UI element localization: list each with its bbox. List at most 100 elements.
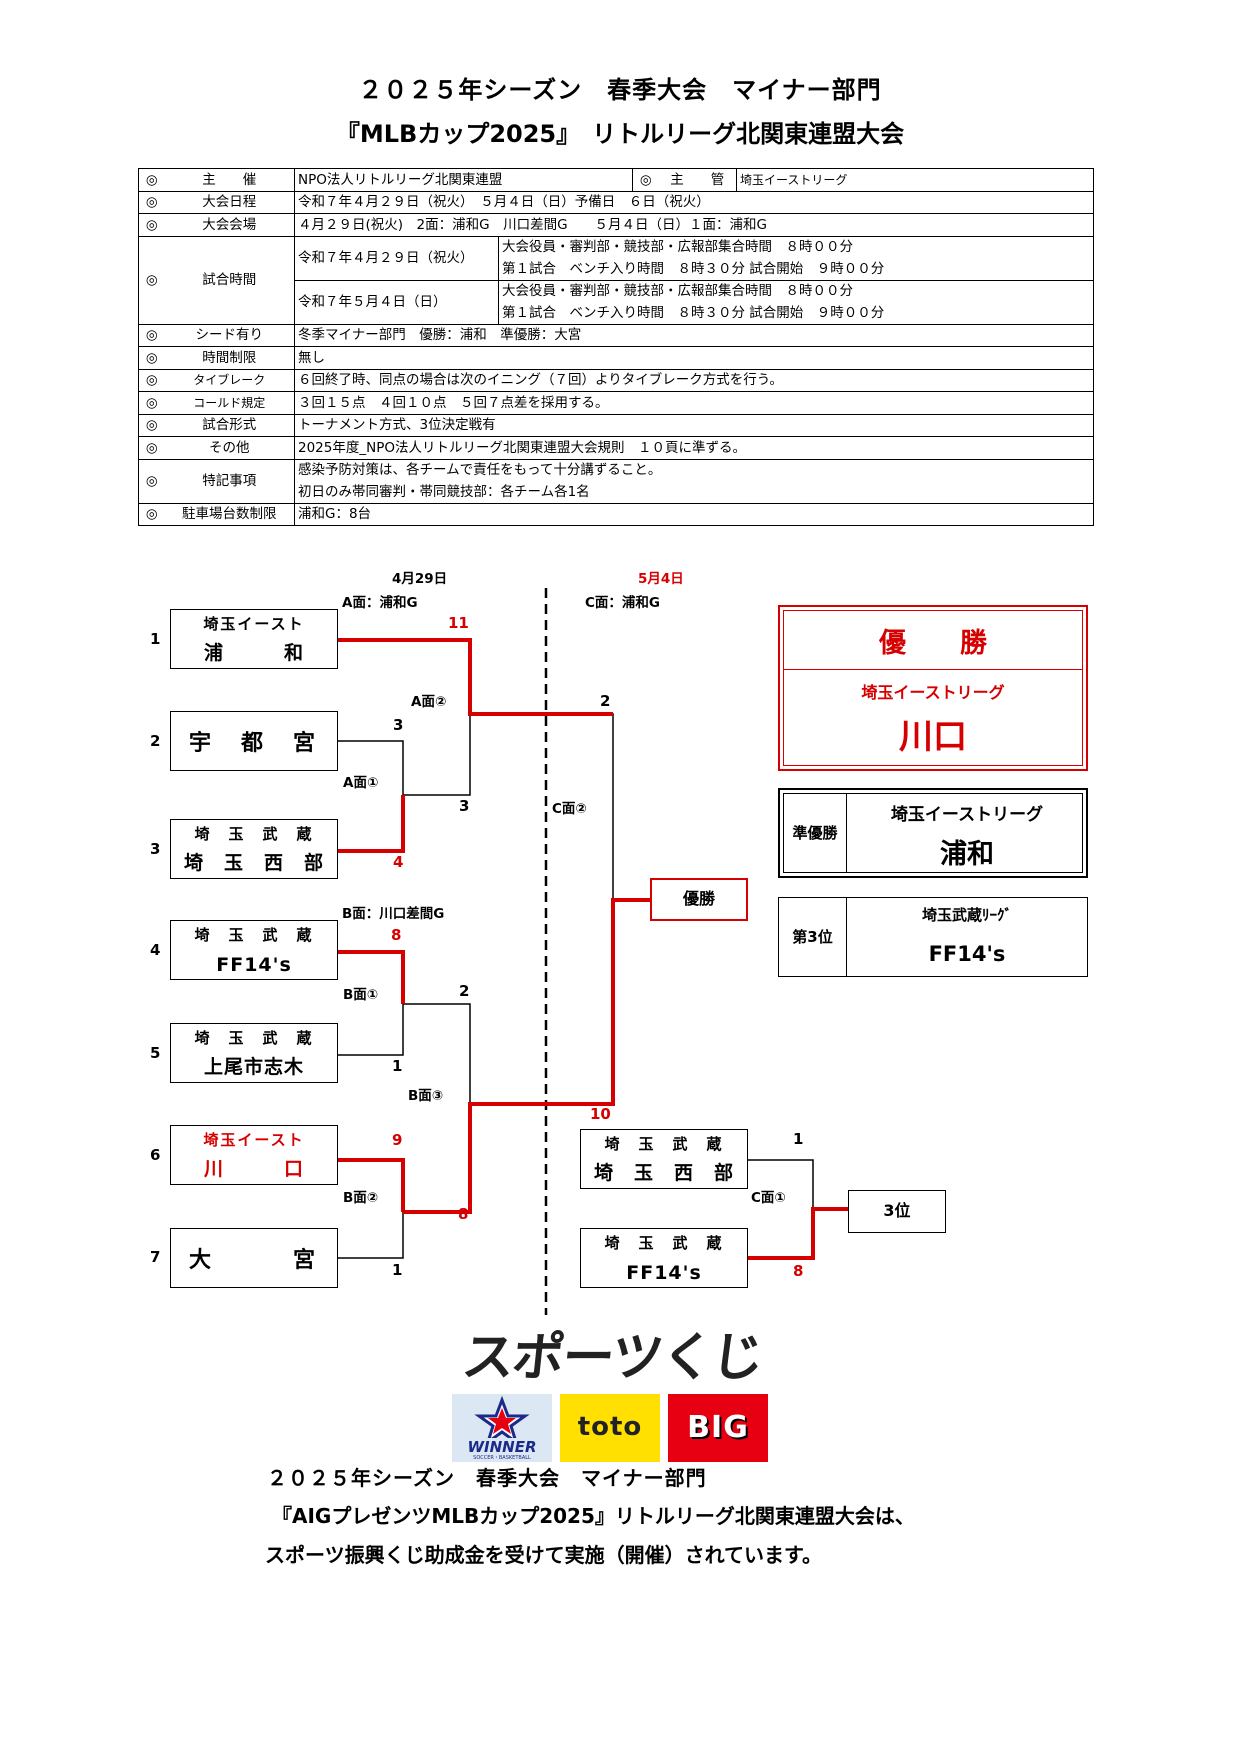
third-place-label: 第3位: [792, 928, 833, 946]
third-team-box-1: 埼 玉 武 蔵 埼 玉 西 部: [580, 1129, 748, 1189]
toto-text: toto: [577, 1412, 643, 1442]
info-table: ◎ 主 催 NPO法人リトルリーグ北関東連盟 ◎ 主 管 埼玉イーストリーグ ◎…: [138, 168, 1094, 526]
seed-number: 1: [150, 630, 161, 648]
game-date-2-assembly: 大会役員・審判部・競技部・広報部集合時間 ８時００分: [498, 279, 1094, 302]
bracket-lines: [338, 588, 848, 1315]
team-box-4: 埼 玉 武 蔵 FF14's: [170, 920, 338, 980]
team-league: 埼 玉 武 蔵: [194, 825, 314, 843]
team-box-3: 埼 玉 武 蔵 埼 玉 西 部: [170, 819, 338, 879]
team-name: 川 口: [203, 1158, 304, 1180]
field-a: A面：浦和G: [342, 595, 418, 611]
score-team5: 1: [392, 1057, 403, 1075]
score-team7: 1: [392, 1261, 403, 1279]
champion-box: 優 勝 埼玉イーストリーグ 川口: [778, 605, 1088, 771]
value-notes-2: 初日のみ帯同審判・帯同競技部：各チーム各1名: [294, 481, 1094, 504]
team-box-6: 埼玉イースト 川 口: [170, 1125, 338, 1185]
score-team3: 4: [393, 853, 404, 871]
score-team2: 3: [393, 716, 404, 734]
value-parking: 浦和G：8台: [294, 502, 1094, 526]
game-label-a2: A面②: [411, 694, 447, 710]
label-manager: 主 管: [658, 168, 737, 192]
third-place-team: FF14's: [928, 942, 1006, 966]
winner-subtext: SOCCER・BASKETBALL: [473, 1455, 531, 1461]
mark: ◎: [138, 458, 165, 504]
team-box-7: 大 宮: [170, 1228, 338, 1288]
score-b1-winner: 2: [459, 982, 470, 1000]
game-date-1-assembly: 大会役員・審判部・競技部・広報部集合時間 ８時００分: [498, 235, 1094, 258]
score-a2-winner: 2: [600, 692, 611, 710]
seed-number: 7: [150, 1248, 161, 1266]
star-icon: [474, 1395, 530, 1438]
team-name: 埼 玉 西 部: [593, 1162, 734, 1184]
third-place-box: 3位: [848, 1190, 946, 1233]
score-team4: 8: [391, 926, 402, 944]
score-third-1: 1: [793, 1130, 804, 1148]
page-subtitle: 『MLBカップ2025』 リトルリーグ北関東連盟大会: [335, 120, 905, 148]
runner-up-team: 浦和: [940, 839, 994, 870]
champion-team: 川口: [899, 717, 967, 757]
label-time-limit: 時間制限: [164, 346, 295, 370]
label-game-time: 試合時間: [164, 235, 295, 325]
team-box-2: 宇 都 宮: [170, 711, 338, 771]
seed-number: 6: [150, 1146, 161, 1164]
sports-kuji-logo: スポーツくじ WINNER SOCCER・BASKETBALL toto BIG: [452, 1328, 772, 1463]
score-b2-winner: 8: [458, 1205, 469, 1223]
team-box-5: 埼 玉 武 蔵 上尾市志木: [170, 1023, 338, 1083]
score-team6: 9: [392, 1131, 403, 1149]
score-third-2: 8: [793, 1262, 804, 1280]
team-league: 埼玉イースト: [203, 1131, 305, 1149]
mark: ◎: [138, 168, 165, 192]
team-name: 宇 都 宮: [188, 731, 319, 756]
big-logo: BIG: [668, 1394, 768, 1462]
team-name: 大 宮: [188, 1248, 319, 1273]
seed-number: 3: [150, 840, 161, 858]
date-day1: 4月29日: [392, 571, 448, 587]
game-label-c1: C面①: [751, 1190, 786, 1206]
team-league: 埼玉イースト: [203, 615, 305, 633]
seed-number: 5: [150, 1044, 161, 1062]
score-team1: 11: [448, 614, 469, 632]
sports-kuji-title: スポーツくじ: [459, 1328, 765, 1388]
mark: ◎: [138, 190, 165, 214]
value-schedule: 令和７年４月２９日（祝火） ５月４日（日）予備日 ６日（祝火）: [294, 190, 1094, 214]
value-notes-1: 感染予防対策は、各チームで責任をもって十分講ずること。: [294, 458, 1094, 481]
final-box: 優勝: [650, 878, 748, 921]
runner-up-league: 埼玉イーストリーグ: [890, 805, 1044, 825]
score-a1-winner: 3: [459, 797, 470, 815]
field-c: C面：浦和G: [585, 595, 660, 611]
label-seed: シード有り: [164, 323, 295, 347]
third-place-league: 埼玉武蔵ﾘｰｸﾞ: [921, 906, 1012, 924]
game-date-1-start: 第１試合 ベンチ入り時間 ８時３０分 試合開始 ９時００分: [498, 258, 1094, 281]
team-name: 上尾市志木: [203, 1056, 304, 1078]
value-tiebreak: ６回終了時、同点の場合は次のイニング（７回）よりタイブレーク方式を行う。: [294, 368, 1094, 392]
team-league: 埼 玉 武 蔵: [194, 1029, 314, 1047]
game-label-c2: C面②: [552, 801, 587, 817]
date-day2: 5月4日: [638, 571, 684, 587]
value-venue: ４月２９日(祝火) 2面：浦和G 川口差間G ５月４日（日）１面：浦和G: [294, 213, 1094, 237]
mark: ◎: [138, 502, 165, 526]
game-date-2: 令和７年５月４日（日）: [294, 279, 499, 325]
toto-logo: toto: [560, 1394, 660, 1462]
label-notes: 特記事項: [164, 458, 295, 504]
game-label-b2: B面②: [343, 1190, 379, 1206]
footer-line-3: スポーツ振興くじ助成金を受けて実施（開催）されています。: [265, 1543, 822, 1567]
footer-line-1: ２０２５年シーズン 春季大会 マイナー部門: [267, 1466, 707, 1490]
game-date-2-start: 第１試合 ベンチ入り時間 ８時３０分 試合開始 ９時００分: [498, 302, 1094, 325]
seed-number: 4: [150, 941, 161, 959]
team-name: FF14's: [626, 1262, 702, 1284]
seed-number: 2: [150, 732, 161, 750]
runner-up-box: 準優勝 埼玉イーストリーグ 浦和: [778, 788, 1088, 878]
game-label-a1: A面①: [343, 775, 379, 791]
champion-title: 優 勝: [879, 628, 987, 659]
game-label-b3: B面③: [408, 1088, 444, 1104]
team-name: 浦 和: [203, 642, 304, 664]
team-box-1: 埼玉イースト 浦 和: [170, 609, 338, 669]
page-title: ２０２５年シーズン 春季大会 マイナー部門: [358, 76, 882, 104]
team-league: 埼 玉 武 蔵: [604, 1234, 724, 1252]
label-organizer: 主 催: [164, 168, 295, 192]
team-league: 埼 玉 武 蔵: [604, 1135, 724, 1153]
big-text: BIG: [687, 1410, 749, 1445]
mark: ◎: [138, 235, 165, 325]
game-label-b1: B面①: [343, 987, 379, 1003]
field-b: B面：川口差間G: [342, 906, 445, 922]
